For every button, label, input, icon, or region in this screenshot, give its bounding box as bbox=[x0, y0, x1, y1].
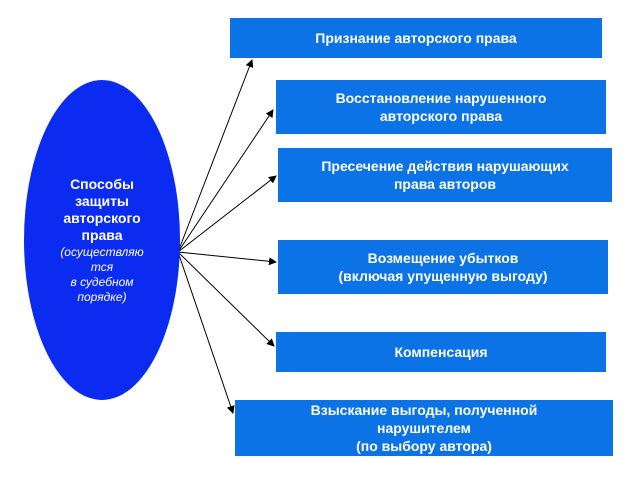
method-label: Возмещение убытков bbox=[367, 250, 519, 266]
arrow-to-recognition bbox=[177, 59, 254, 253]
method-label: Взыскание выгоды, полученной bbox=[310, 402, 538, 418]
arrow-to-profit-recovery bbox=[177, 251, 235, 414]
method-box-recognition: Признание авторского права bbox=[230, 18, 602, 58]
ellipse-title-line: защиты bbox=[75, 192, 129, 209]
method-label: (включая упущенную выгоду) bbox=[338, 268, 548, 284]
method-label: авторского права bbox=[379, 108, 503, 124]
protection-methods-ellipse: Способы защиты авторского права (осущест… bbox=[24, 80, 180, 400]
arrow-to-suppression bbox=[177, 175, 277, 253]
method-box-profit-recovery: Взыскание выгоды, полученной нарушителем… bbox=[235, 400, 613, 456]
ellipse-subtitle-line: в судебном bbox=[70, 274, 134, 289]
ellipse-title-line: права bbox=[81, 226, 123, 243]
ellipse-title-line: авторского bbox=[63, 209, 141, 226]
method-label: Пресечение действия нарушающих bbox=[321, 158, 569, 174]
method-label: (по выбору автора) bbox=[356, 438, 492, 454]
ellipse-title: Способы защиты авторского права bbox=[63, 176, 140, 244]
ellipse-subtitle-line: порядке) bbox=[77, 289, 127, 304]
ellipse-subtitle-line: тся bbox=[90, 259, 114, 274]
method-box-suppression: Пресечение действия нарушающих права авт… bbox=[278, 148, 612, 202]
method-box-compensation: Компенсация bbox=[276, 332, 606, 372]
arrow-to-damages bbox=[177, 251, 277, 266]
method-box-restoration: Восстановление нарушенного авторского пр… bbox=[276, 80, 606, 134]
arrow-to-compensation bbox=[177, 251, 275, 347]
method-label: нарушителем bbox=[377, 420, 471, 436]
ellipse-subtitle: (осуществляю тся в судебном порядке) bbox=[60, 245, 143, 305]
method-label: Признание авторского права bbox=[315, 30, 517, 46]
method-label: Восстановление нарушенного bbox=[335, 90, 547, 106]
method-label: права авторов bbox=[393, 176, 497, 192]
arrow-to-restoration bbox=[177, 109, 274, 253]
method-label: Компенсация bbox=[394, 344, 488, 360]
method-box-damages: Возмещение убытков (включая упущенную вы… bbox=[278, 240, 608, 294]
ellipse-title-line: Способы bbox=[70, 175, 134, 192]
ellipse-subtitle-line: (осуществляю bbox=[60, 244, 144, 259]
